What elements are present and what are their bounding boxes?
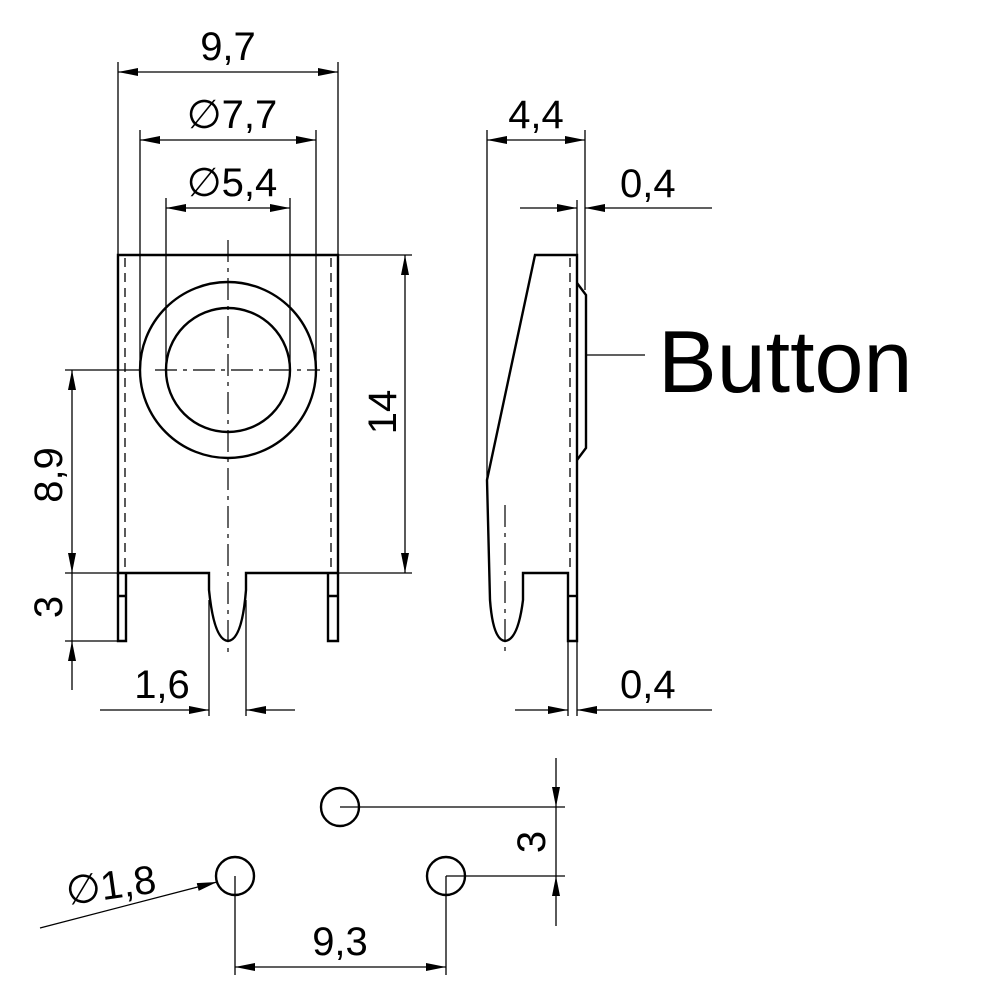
dim-center-height: 8,9	[27, 447, 71, 503]
button-label: Button	[658, 312, 912, 411]
dim-pin-length: 3	[27, 596, 71, 618]
dim-inner-diameter: ∅5,4	[187, 161, 277, 205]
front-view	[116, 240, 340, 655]
dim-width: 9,7	[200, 25, 256, 69]
dim-pin-width: 1,6	[134, 663, 190, 707]
button-bump	[576, 282, 588, 461]
front-left-pin	[116, 573, 128, 643]
dim-pin-thickness: 0,4	[620, 663, 676, 707]
dim-button-offset: 0,4	[620, 162, 676, 206]
dim-hole-spacing-horizontal: 9,3	[312, 920, 368, 964]
dim-hole-spacing-vertical: 3	[510, 831, 554, 853]
dim-depth: 4,4	[508, 93, 564, 137]
front-dimensions: 9,7 ∅7,7 ∅5,4 14 8,9 3 1,6	[27, 25, 412, 716]
dim-height: 14	[361, 390, 405, 435]
dim-hole-diameter: ∅1,8	[63, 858, 159, 914]
dim-outer-diameter: ∅7,7	[187, 93, 277, 137]
footprint: 3 9,3 ∅1,8	[39, 758, 565, 975]
front-right-pin	[326, 573, 340, 643]
side-view: Button	[485, 253, 912, 655]
side-dimensions: 4,4 0,4 0,4	[486, 93, 712, 716]
side-body-outline	[485, 253, 579, 643]
